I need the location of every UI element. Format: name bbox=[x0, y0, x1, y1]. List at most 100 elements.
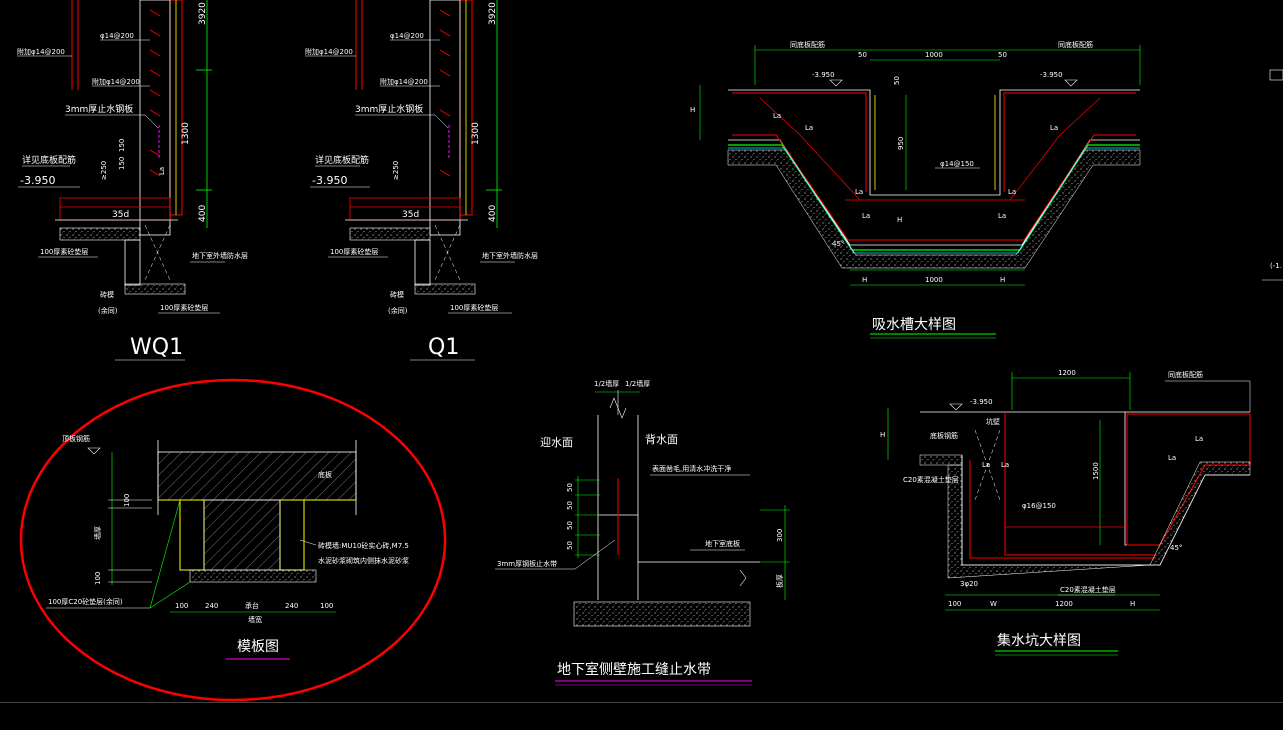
trench-h4: H bbox=[1000, 276, 1005, 284]
q1-cushion-top: 100厚素砼垫层 bbox=[330, 247, 378, 256]
wq1-la: La bbox=[158, 167, 166, 175]
wq1-waterproof: 地下室外墙防水层 bbox=[192, 251, 248, 260]
q1-dim-250: ≥250 bbox=[392, 161, 400, 180]
sump-h-left: H bbox=[880, 431, 885, 439]
trench-bottom-1000: 1000 bbox=[925, 276, 943, 284]
formwork-title: 模板图 bbox=[237, 639, 279, 655]
trench-h3: H bbox=[862, 276, 867, 284]
sump-dim-1500: 1500 bbox=[1092, 462, 1100, 480]
sump-h-bottom: H bbox=[1130, 600, 1135, 608]
trench-elev-left: -3.950 bbox=[812, 71, 835, 79]
sump-side-label: (-1. bbox=[1270, 262, 1282, 270]
joint-half-b: 1/2墙厚 bbox=[625, 379, 650, 388]
trench-h2: H bbox=[897, 216, 902, 224]
sump-title: 集水坑大样图 bbox=[997, 632, 1081, 649]
joint-floor: 板厚 bbox=[775, 574, 784, 588]
wq1-cushion-top: 100厚素砼垫层 bbox=[40, 247, 88, 256]
wq1-cushion-bot: 100厚素砼垫层 bbox=[160, 303, 208, 312]
q1-cushion-bot: 100厚素砼垫层 bbox=[450, 303, 498, 312]
wq1-dim-400: 400 bbox=[198, 205, 208, 222]
trench-rebar: φ14@150 bbox=[940, 160, 974, 168]
joint-dim-50d: 50 bbox=[566, 541, 574, 550]
q1-elev: -3.950 bbox=[312, 174, 347, 187]
joint-half-a: 1/2墙厚 bbox=[594, 379, 619, 388]
trench-detail: 50 1000 50 同底板配筋 同底板配筋 -3.950 -3.950 50 … bbox=[690, 40, 1141, 339]
wq1-brick-note: (余同) bbox=[98, 306, 118, 315]
sump-dim-1200-bot: 1200 bbox=[1055, 600, 1073, 608]
joint-note-clean: 表面凿毛,用清水冲洗干净 bbox=[652, 464, 731, 473]
q1-title: Q1 bbox=[428, 335, 459, 360]
wq1-dim-150b: 150 bbox=[118, 157, 126, 170]
highlight-ellipse bbox=[19, 378, 447, 702]
sump-la4: La bbox=[1168, 454, 1176, 462]
trench-la6: La bbox=[862, 212, 870, 220]
sump-la3: La bbox=[1195, 435, 1203, 443]
sump-dim-1200-top: 1200 bbox=[1058, 369, 1076, 377]
sump-note-slab: 底板钢筋 bbox=[930, 431, 958, 440]
sump-elev: -3.950 bbox=[970, 398, 993, 406]
joint-face-in: 迎水面 bbox=[540, 436, 573, 449]
trench-la2: La bbox=[805, 124, 813, 132]
sump-rebar: φ16@150 bbox=[1022, 502, 1056, 510]
q1-rebar-mid: 附加φ14@200 bbox=[380, 77, 428, 86]
trench-dim-50b: 50 bbox=[998, 51, 1007, 59]
wq1-dim-250: ≥250 bbox=[100, 161, 108, 180]
q1-rebar-top: φ14@200 bbox=[390, 32, 424, 40]
wq1-waterstop: 3mm厚止水钢板 bbox=[65, 103, 133, 115]
joint-dim-50b: 50 bbox=[566, 501, 574, 510]
formwork-slab: 底板 bbox=[318, 470, 332, 479]
joint-slab-top: 地下室底板 bbox=[705, 539, 740, 548]
wq1-title: WQ1 bbox=[130, 335, 183, 360]
formwork-b-total: 墙宽 bbox=[248, 615, 262, 624]
wq1-lap: 35d bbox=[112, 210, 129, 220]
formwork-b-100a: 100 bbox=[175, 602, 188, 610]
q1-detail: 3920 1300 400 φ14@200 附加φ14@200 附加φ14@20… bbox=[305, 0, 538, 361]
wq1-detail: 3920 1300 400 φ14@200 附加φ14@200 附加φ14@20… bbox=[17, 0, 248, 361]
sump-rebar-3: 3φ20 bbox=[960, 580, 978, 588]
sump-note-wall: 坑壁 bbox=[986, 417, 1000, 426]
status-bar bbox=[0, 702, 1283, 730]
formwork-dim-100b: 100 bbox=[94, 572, 102, 585]
q1-dim-3920: 3920 bbox=[488, 2, 498, 25]
joint-dim-50c: 50 bbox=[566, 521, 574, 530]
q1-dim-400: 400 bbox=[488, 205, 498, 222]
trench-la4: La bbox=[855, 188, 863, 196]
formwork-brick-wall: 砖模墙:MU10砼实心砖,M7.5 bbox=[318, 541, 409, 550]
trench-note-left: 同底板配筋 bbox=[790, 40, 825, 49]
q1-rebar-left: 附加φ14@200 bbox=[305, 47, 353, 56]
formwork-detail: 100 墙厚 100 顶板钢筋 底板 砖模墙:MU10砼实心砖,M7.5 水泥砂… bbox=[19, 378, 447, 702]
wq1-rebar-mid: 附加φ14@200 bbox=[92, 77, 140, 86]
trench-la1: La bbox=[773, 112, 781, 120]
formwork-wall-dim: 墙厚 bbox=[93, 526, 102, 540]
joint-title: 地下室侧壁施工缝止水带 bbox=[557, 661, 711, 678]
trench-dim-50c: 50 bbox=[893, 76, 901, 85]
trench-la3: La bbox=[1050, 124, 1058, 132]
joint-face-back: 背水面 bbox=[645, 432, 678, 446]
formwork-cushion: 100厚C20砼垫层(余同) bbox=[48, 597, 123, 606]
q1-brick: 砖模 bbox=[390, 290, 404, 299]
sump-dim-w: W bbox=[990, 600, 997, 608]
trench-elev-right: -3.950 bbox=[1040, 71, 1063, 79]
joint-waterstop: 3mm厚钢板止水带 bbox=[497, 559, 557, 568]
q1-see-floor: 详见底板配筋 bbox=[315, 154, 369, 166]
joint-dim-300: 300 bbox=[776, 529, 784, 542]
trench-angle: 45° bbox=[832, 240, 844, 248]
trench-dim-950: 950 bbox=[897, 137, 905, 150]
trench-dim-50a: 50 bbox=[858, 51, 867, 59]
sump-la2: La bbox=[1001, 461, 1009, 469]
formwork-brick-wall2: 水泥砂浆砌筑内侧抹水泥砂浆 bbox=[318, 556, 409, 565]
joint-dim-50a: 50 bbox=[566, 483, 574, 492]
q1-dim-1300: 1300 bbox=[471, 122, 481, 145]
trench-la5: La bbox=[1008, 188, 1016, 196]
sump-detail: 1200 同底板配筋 -3.950 1500 φ16@150 底板钢筋 坑壁 C… bbox=[880, 69, 1283, 656]
q1-lap: 35d bbox=[402, 210, 419, 220]
trench-note-right: 同底板配筋 bbox=[1058, 40, 1093, 49]
formwork-b-240a: 240 bbox=[205, 602, 218, 610]
trench-title: 吸水槽大样图 bbox=[872, 317, 956, 333]
q1-waterstop: 3mm厚止水钢板 bbox=[355, 103, 423, 115]
formwork-dim-100a: 100 bbox=[123, 494, 131, 507]
wq1-dim-3920: 3920 bbox=[198, 2, 208, 25]
wq1-see-floor: 详见底板配筋 bbox=[22, 154, 76, 166]
sump-angle: 45° bbox=[1170, 544, 1182, 552]
